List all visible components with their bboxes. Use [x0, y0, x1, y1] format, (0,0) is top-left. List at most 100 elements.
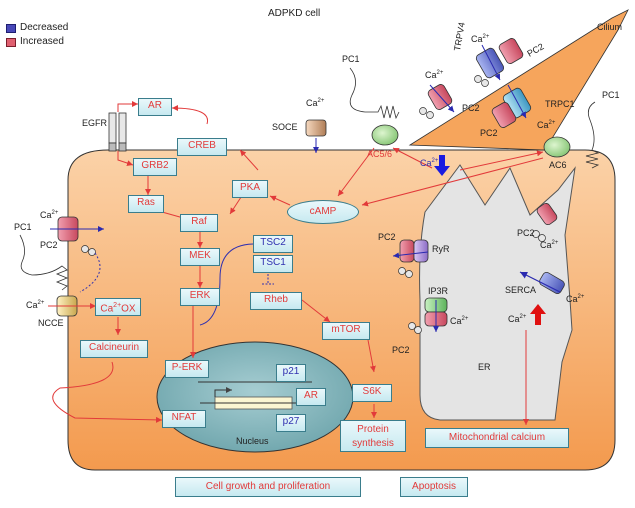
pc2-cilium-channel-c: [491, 102, 517, 128]
legend-increased-label: Increased: [20, 36, 64, 47]
rheb-box: Rheb: [250, 292, 302, 310]
pc2-ip3r-label: PC2: [392, 345, 410, 355]
pc2-cilium-c-label: PC2: [480, 128, 498, 138]
calcineurin-box: Calcineurin: [80, 340, 148, 358]
ca-text: Ca: [450, 316, 462, 326]
mito-calcium-box: Mitochondrial calcium: [425, 428, 569, 448]
pc2-cilium-a-label: PC2: [462, 103, 480, 113]
ca-ox-box: Ca2+OX: [95, 298, 141, 316]
tsc2-box: TSC2: [253, 235, 293, 253]
camp-label: cAMP: [287, 200, 359, 224]
ac56-enzyme: [371, 124, 399, 146]
protein-synthesis-line2: synthesis: [352, 438, 394, 449]
serca-label: SERCA: [505, 285, 537, 295]
grb2-box: GRB2: [133, 158, 177, 176]
soce-label: SOCE: [272, 122, 298, 132]
ca-ox-main: Ca: [100, 303, 114, 315]
ar-nucleus-box: AR: [296, 388, 326, 406]
pc1-right-label: PC1: [602, 90, 620, 100]
pka-box: PKA: [232, 180, 268, 198]
ca-text: Ca: [537, 120, 549, 130]
ca-sup: 2+: [577, 294, 585, 300]
ca-text: Ca: [508, 314, 520, 324]
pc1-top-squiggle: [349, 67, 400, 120]
legend-increased-swatch: [6, 38, 16, 47]
p27-box: p27: [276, 414, 306, 432]
serca-pump: [539, 272, 565, 294]
ca-text: Ca: [40, 210, 52, 220]
mek-box: MEK: [180, 248, 220, 266]
creb-box: CREB: [177, 138, 227, 156]
ca-text: Ca: [420, 158, 432, 168]
raf-box: Raf: [180, 214, 218, 232]
egfr-right: [118, 112, 127, 144]
pc1-right-squiggle: [585, 101, 600, 169]
pc2-ryr-channel-pc2: [399, 239, 415, 263]
pc1-left-label: PC1: [14, 222, 32, 232]
ca-sup: 2+: [436, 70, 444, 76]
ca-label-serca: Ca2+: [566, 292, 584, 305]
cilium: [408, 9, 629, 151]
erk-box: ERK: [180, 288, 220, 306]
ca-text: Ca: [306, 98, 318, 108]
legend-decreased-swatch: [6, 24, 16, 33]
s6k-box: S6K: [352, 384, 392, 402]
ca-sup: 2+: [51, 210, 59, 216]
ca-label-ncce: Ca2+: [26, 298, 44, 311]
pc2-er-right-channel: [536, 202, 558, 226]
perk-box: P-ERK: [165, 360, 209, 378]
ac56-label: AC5/6: [367, 149, 393, 159]
ar-top-box: AR: [138, 98, 172, 116]
ca-sup: 2+: [431, 158, 439, 164]
ca-label-er-lumen: Ca2+: [508, 312, 526, 325]
pc2-er-right-label: PC2: [517, 228, 535, 238]
protein-synthesis-line1: Protein: [357, 424, 389, 435]
pc2-left-label: PC2: [40, 240, 58, 250]
ca-sup: 2+: [519, 314, 527, 320]
ca-label-cilium-b: Ca2+: [471, 32, 489, 45]
ac6-label: AC6: [549, 160, 567, 170]
ca-ox-sup: 2+: [113, 302, 122, 309]
apoptosis-box: Apoptosis: [400, 477, 468, 497]
pc1-left-squiggle: [19, 234, 69, 291]
trpc1-label: TRPC1: [545, 99, 575, 109]
ca-sup: 2+: [551, 240, 559, 246]
ca-label-ip3r: Ca2+: [450, 314, 468, 327]
pc1-top-label: PC1: [342, 54, 360, 64]
er-label: ER: [478, 362, 491, 372]
pc2-ryr-label: PC2: [378, 232, 396, 242]
ca-label-cilium-a: Ca2+: [425, 68, 443, 81]
legend-decreased-label: Decreased: [20, 22, 69, 33]
ca-label-soce: Ca2+: [306, 96, 324, 109]
ca-sup: 2+: [317, 98, 325, 104]
ca-text: Ca: [425, 70, 437, 80]
p21-box: p21: [276, 364, 306, 382]
ca-text: Ca: [471, 34, 483, 44]
ca-label-cytosol: Ca2+: [420, 156, 438, 169]
mtor-box: mTOR: [322, 322, 370, 340]
cell-growth-box: Cell growth and proliferation: [175, 477, 361, 497]
egfr-left: [108, 112, 117, 144]
protein-synthesis-box: Protein synthesis: [340, 420, 406, 452]
ca-text: Ca: [540, 240, 552, 250]
ryr-label: RyR: [432, 244, 450, 254]
cilium-label: Cilium: [597, 22, 623, 32]
ca-decrease-arrow: [434, 155, 450, 176]
diagram-title: ADPKD cell: [268, 8, 321, 19]
ca-text: Ca: [26, 300, 38, 310]
ca-label-er-right: Ca2+: [540, 238, 558, 251]
nfat-box: NFAT: [162, 410, 206, 428]
ca-sup: 2+: [548, 120, 556, 126]
ras-box: Ras: [128, 195, 164, 213]
ryr-channel: [413, 239, 429, 263]
ca-text: Ca: [566, 294, 578, 304]
ca-sup: 2+: [37, 300, 45, 306]
nucleus-label: Nucleus: [236, 436, 269, 446]
soce-channel: [305, 119, 327, 137]
ip3r-label: IP3R: [428, 286, 449, 296]
ca-sup: 2+: [461, 316, 469, 322]
egfr-label: EGFR: [82, 118, 108, 128]
pc2-cilium-channel-b: [498, 38, 524, 64]
tsc1-box: TSC1: [253, 255, 293, 273]
